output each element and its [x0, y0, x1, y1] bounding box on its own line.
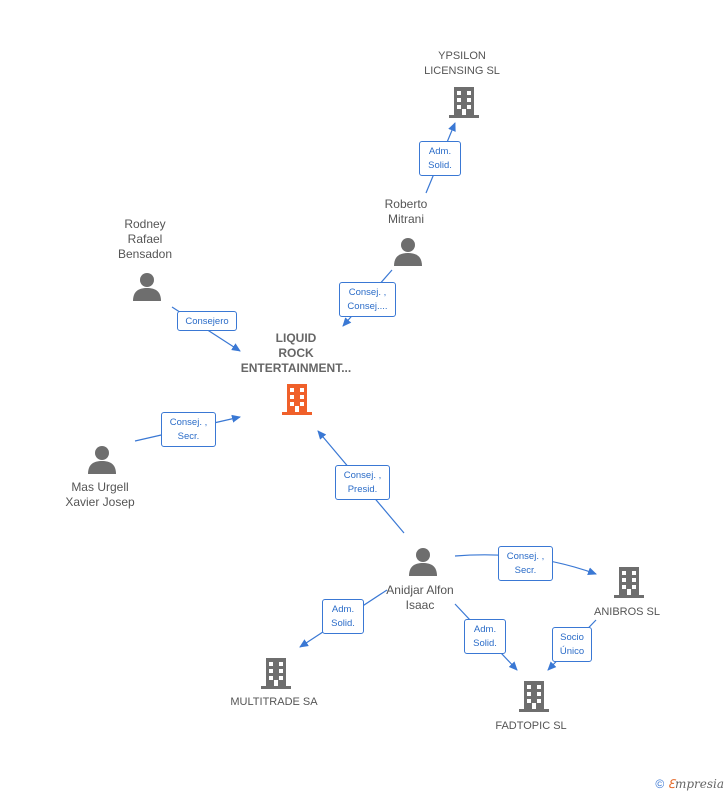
edge-label-anidjar-anibros[interactable]: Consej. , Secr.: [498, 546, 553, 581]
edge-label-anidjar-fadtopic[interactable]: Adm. Solid.: [464, 619, 506, 654]
edge-label-anibros-fadtopic[interactable]: Socio Único: [552, 627, 592, 662]
edge-label-anidjar-liquid[interactable]: Consej. , Presid.: [335, 465, 390, 500]
node-label-ypsilon[interactable]: YPSILON LICENSING SL: [424, 50, 500, 77]
brand-logo-text: mpresia: [674, 777, 724, 791]
person-icon[interactable]: [132, 271, 162, 301]
node-label-rodney[interactable]: Rodney Rafael Bensadon: [117, 217, 173, 261]
person-icon[interactable]: [87, 444, 117, 474]
node-label-roberto[interactable]: Roberto Mitrani: [384, 197, 428, 226]
edge-label-roberto-ypsilon[interactable]: Adm. Solid.: [419, 141, 461, 176]
footer-brand: © ℇmpresia: [655, 777, 724, 791]
building-icon[interactable]: [281, 382, 313, 416]
node-label-mas-urgell[interactable]: Mas Urgell Xavier Josep: [65, 480, 135, 509]
brand-logo-initial: ℇ: [667, 777, 675, 791]
edge-label-mas-liquid[interactable]: Consej. , Secr.: [161, 412, 216, 447]
person-icon[interactable]: [408, 546, 438, 576]
node-label-fadtopic[interactable]: FADTOPIC SL: [495, 720, 567, 732]
building-icon[interactable]: [613, 565, 645, 599]
node-label-multitrade[interactable]: MULTITRADE SA: [230, 696, 318, 708]
edge-label-rodney-liquid[interactable]: Consejero: [177, 311, 237, 331]
node-label-liquid-rock[interactable]: LIQUID ROCK ENTERTAINMENT...: [240, 331, 352, 375]
copyright-symbol: ©: [655, 777, 665, 791]
person-icon[interactable]: [393, 236, 423, 266]
node-label-anidjar[interactable]: Anidjar Alfon Isaac: [386, 583, 454, 612]
building-icon[interactable]: [260, 656, 292, 690]
node-label-anibros[interactable]: ANIBROS SL: [593, 606, 661, 618]
edge-label-roberto-liquid[interactable]: Consej. , Consej....: [339, 282, 396, 317]
building-icon[interactable]: [518, 679, 550, 713]
building-icon[interactable]: [448, 85, 480, 119]
edge-label-anidjar-multitrade[interactable]: Adm. Solid.: [322, 599, 364, 634]
